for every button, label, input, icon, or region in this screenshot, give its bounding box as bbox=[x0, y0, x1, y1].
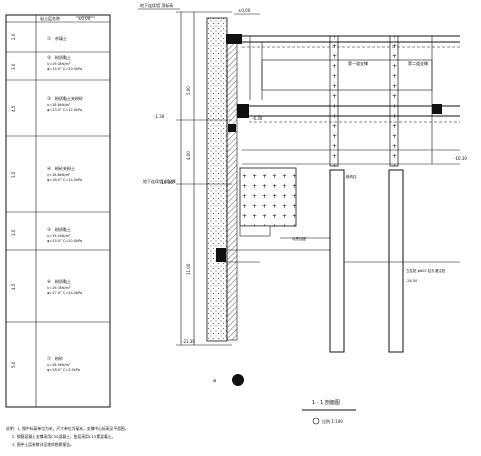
legend-title: 1 - 1 剖面图 bbox=[312, 399, 340, 406]
wall-lining bbox=[226, 39, 238, 341]
layer-number: ② bbox=[47, 55, 51, 61]
layer-number: ⑤ bbox=[47, 227, 51, 233]
first-strut-level: -1.30 bbox=[154, 114, 165, 119]
legend-symbol-label: a bbox=[213, 378, 216, 384]
wall-connector bbox=[228, 124, 236, 132]
layer-name: 粉质黏土 bbox=[55, 54, 71, 60]
layer-number: ⑥ bbox=[47, 279, 51, 285]
strata-table-frame bbox=[5, 14, 111, 408]
layer-prop: γ=19.3kN/m³ bbox=[47, 286, 71, 290]
waling-beam bbox=[237, 104, 249, 118]
layer-number: ① bbox=[47, 36, 51, 42]
strut-label: 第一道支撑 bbox=[348, 60, 368, 66]
layer-number: ⑦ bbox=[47, 356, 51, 362]
strata-thickness: 3.0 bbox=[11, 63, 16, 70]
strut-label: 第二道支撑 bbox=[408, 60, 428, 66]
note-line: 3. 图中土层参数详见地质勘察报告。 bbox=[12, 442, 74, 447]
strata-thickness: 3.5 bbox=[11, 171, 16, 178]
top-note: 地下连续墙 顶标高 bbox=[140, 2, 173, 8]
pile-bottom-level: -26.50 bbox=[406, 279, 417, 283]
dim-vertical: 11.00 bbox=[186, 263, 191, 275]
ground-level: ±0.00 bbox=[238, 8, 251, 13]
dimension-lines: 5.00 4.00 11.00 -1.30 -10.30 -21.30 地下连续… bbox=[138, 2, 232, 346]
wall-body bbox=[206, 17, 228, 342]
layer-prop: φ=28.0° C=3.0kPa bbox=[47, 368, 80, 372]
layer-prop: φ=23.0° C=12.0kPa bbox=[47, 108, 82, 112]
wall-bottom-level: -21.30 bbox=[182, 339, 195, 344]
struts: 第一道支撑 第二道支撑 -6.30 -10.30 bbox=[242, 35, 467, 165]
reinforcement-block bbox=[239, 167, 297, 227]
layer-name: 粉砂 bbox=[55, 355, 63, 361]
pile-note: 立柱桩 φ800 钻孔灌注桩 bbox=[406, 268, 446, 273]
layer-name: 粉砂夹粉土 bbox=[55, 165, 75, 171]
layer-prop: γ=18.6kN/m³ bbox=[47, 103, 71, 107]
reinforcement-step bbox=[239, 225, 271, 237]
wall-label: 地下连续墙 800厚 bbox=[143, 178, 176, 184]
layer-prop: φ=15.0° C=20.0kPa bbox=[47, 67, 82, 71]
legend-subtitle: 比例 1:100 bbox=[322, 418, 343, 424]
second-strut-level: -6.30 bbox=[252, 116, 263, 121]
dim-vertical: 5.00 bbox=[186, 86, 191, 95]
layer-prop: γ=18.8kN/m³ bbox=[47, 173, 71, 177]
reinforcement-zone: 坑底加固 bbox=[224, 167, 330, 263]
layer-prop: γ=19.0kN/m³ bbox=[47, 62, 71, 66]
strata-thickness: 2.0 bbox=[11, 33, 16, 40]
strata-thickness: 5.0 bbox=[11, 361, 16, 368]
legend-symbol bbox=[232, 374, 244, 386]
notes: 说明：1. 图中标高单位为米，尺寸单位为毫米，支撑中心标高见平面图。 2. 钢筋… bbox=[6, 426, 129, 447]
pit-bottom-level: -10.30 bbox=[160, 180, 173, 185]
strata-thickness: 3.0 bbox=[11, 229, 16, 236]
layer-number: ③ bbox=[47, 96, 51, 102]
diaphragm-wall: ±0.00 地下连续墙 800厚 bbox=[143, 8, 260, 342]
strata-table: 岩土层名称 ±0.00 2.0 3.0 4.5 3.5 3.0 4.5 5.0 … bbox=[5, 14, 111, 408]
lattice-column-2 bbox=[389, 35, 399, 167]
capping-beam bbox=[226, 34, 242, 44]
bored-pile-2 bbox=[388, 169, 404, 353]
layer-number: ④ bbox=[47, 166, 51, 172]
note-line: 2. 钢筋混凝土支撑采用C30混凝土，垫层采用C15素混凝土。 bbox=[12, 434, 115, 439]
layer-prop: φ=15.0° C=20.0kPa bbox=[47, 239, 82, 243]
reinforcement-label: 坑底加固 bbox=[292, 236, 306, 241]
layer-name: 粉质黏土夹粉砂 bbox=[55, 95, 83, 101]
pit-level-right: -10.30 bbox=[454, 156, 467, 161]
strut-end-block bbox=[432, 104, 442, 114]
layer-prop: γ=18.9kN/m³ bbox=[47, 363, 71, 367]
column-label: 格构柱 bbox=[346, 174, 357, 179]
strut-frame-box bbox=[261, 59, 433, 91]
dim-vertical: 4.00 bbox=[186, 151, 191, 160]
strata-table-header: 岩土层名称 bbox=[40, 15, 60, 21]
strata-thickness: 4.5 bbox=[11, 283, 16, 290]
legend: a 1 - 1 剖面图 比例 1:100 bbox=[213, 374, 356, 425]
strata-thickness: 4.5 bbox=[11, 105, 16, 112]
note-line: 说明：1. 图中标高单位为米，尺寸单位为毫米，支撑中心标高见平面图。 bbox=[6, 426, 129, 431]
layer-prop: φ=17.0° C=24.0kPa bbox=[47, 291, 82, 295]
lattice-column-1 bbox=[329, 35, 339, 167]
embedded-block bbox=[216, 248, 226, 262]
column-piles: 格构柱 立柱桩 φ800 钻孔灌注桩 -26.50 bbox=[329, 35, 460, 353]
layer-name: 杂填土 bbox=[55, 35, 67, 41]
legend-scale-icon bbox=[312, 417, 320, 425]
layer-name: 粉质黏土 bbox=[55, 226, 71, 232]
bored-pile-1 bbox=[329, 169, 345, 353]
strata-header-depth: ±0.00 bbox=[78, 16, 91, 21]
layer-prop: φ=18.0° C=14.0kPa bbox=[47, 178, 82, 182]
layer-name: 粉质黏土 bbox=[55, 278, 71, 284]
layer-prop: γ=19.2kN/m³ bbox=[47, 234, 71, 238]
